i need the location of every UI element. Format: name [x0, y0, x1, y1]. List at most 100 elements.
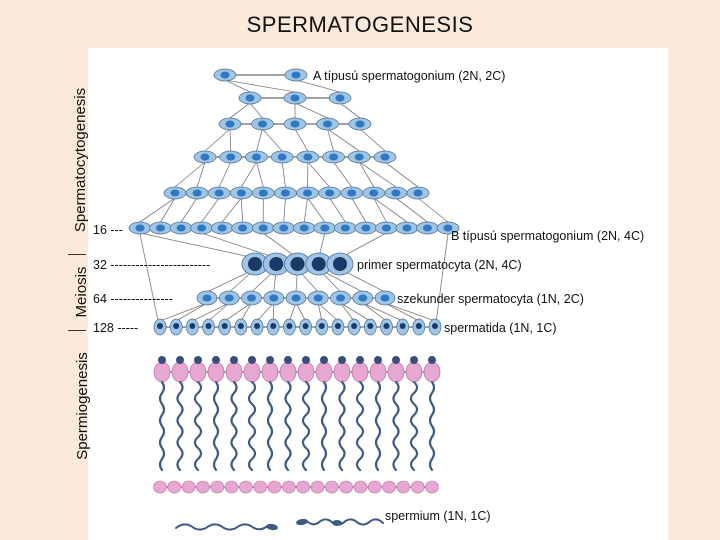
lineage-line: [196, 161, 206, 188]
residual-body: [410, 480, 425, 494]
cell-nucleus: [303, 153, 313, 161]
lineage-line: [256, 302, 275, 322]
lineage-line: [208, 302, 230, 322]
lineage-line: [359, 161, 397, 188]
sperm-tail: [428, 380, 436, 472]
lineage-line: [417, 197, 449, 223]
lineage-line: [159, 302, 208, 322]
cell-nucleus: [334, 323, 341, 329]
residual-body: [253, 480, 268, 494]
label-spermatid: spermatida (1N, 1C): [444, 321, 557, 335]
acrosome: [230, 356, 238, 364]
acrosome: [410, 356, 418, 364]
label-count-32: 32 ------------------------: [93, 258, 211, 272]
spermatid-maturing-head: [315, 361, 333, 383]
spermatid-maturing-head: [171, 361, 189, 383]
lineage-line: [362, 302, 403, 322]
sperm-tail: [212, 380, 220, 472]
residual-body: [210, 480, 225, 494]
cell-nucleus: [299, 224, 309, 232]
cell-nucleus: [277, 153, 287, 161]
cell-nucleus: [156, 224, 166, 232]
label-b-type-spermatogonium: B típusú spermatogonium (2N, 4C): [451, 229, 645, 243]
sperm-tail: [247, 380, 257, 472]
acrosome: [320, 356, 328, 364]
chromosome-mass: [269, 257, 284, 271]
cell-nucleus: [432, 323, 438, 329]
cell-nucleus: [361, 224, 371, 232]
residual-body: [282, 480, 296, 494]
lineage-line: [262, 128, 283, 152]
cell-nucleus: [226, 153, 236, 161]
lineage-line: [339, 102, 361, 119]
sperm-tail: [230, 380, 238, 472]
lineage-line: [218, 161, 232, 188]
lineage-line: [307, 197, 326, 223]
lineage-line: [283, 197, 286, 223]
residual-body: [167, 480, 182, 494]
cell-nucleus: [236, 189, 246, 197]
cell-nucleus: [254, 323, 261, 329]
cell-nucleus: [189, 323, 196, 329]
lineage-line: [327, 128, 360, 152]
sperm-tail: [409, 380, 419, 472]
lineage-line: [281, 161, 286, 188]
lineage-line: [240, 197, 244, 223]
cell-nucleus: [220, 71, 230, 79]
cell-nucleus: [291, 71, 301, 79]
cell-nucleus: [422, 224, 432, 232]
spermatid-maturing-head: [279, 361, 297, 383]
acrosome: [212, 356, 220, 364]
cell-nucleus: [224, 294, 234, 302]
lineage-line: [294, 128, 309, 152]
cell-nucleus: [225, 120, 235, 128]
lineage-line: [192, 302, 230, 322]
cell-nucleus: [381, 224, 391, 232]
lineage-line: [329, 197, 346, 223]
sperm-tail: [176, 380, 184, 472]
cell-nucleus: [286, 323, 293, 329]
cell-nucleus: [269, 294, 279, 302]
lineage-line: [229, 102, 251, 119]
lineage-line: [174, 161, 206, 188]
spermatid-maturing-head: [207, 361, 225, 383]
spermatid-maturing-head: [351, 361, 369, 383]
sperm-tail: [266, 380, 274, 472]
residual-body: [382, 480, 396, 494]
sperm-tail: [320, 380, 328, 472]
cell-nucleus: [135, 224, 145, 232]
sperm-tail: [307, 518, 384, 526]
spermatid-maturing-head: [243, 361, 261, 383]
spermatid-maturing-head: [153, 361, 171, 383]
lineage-line: [221, 197, 242, 223]
acrosome: [392, 356, 400, 364]
residual-body: [353, 480, 368, 494]
lineage-line: [139, 197, 176, 223]
chromosome-mass: [311, 257, 326, 271]
chromosome-mass: [290, 257, 305, 271]
cell-nucleus: [157, 323, 163, 329]
lineage-line: [240, 302, 252, 322]
cell-nucleus: [380, 294, 390, 302]
residual-body: [239, 480, 253, 494]
sperm-tail: [158, 380, 166, 472]
residual-body: [267, 480, 282, 494]
cell-nucleus: [303, 189, 313, 197]
cell-nucleus: [354, 153, 364, 161]
lineage-line: [362, 302, 387, 322]
cell-nucleus: [279, 224, 289, 232]
cell-nucleus: [351, 323, 358, 329]
cell-nucleus: [291, 294, 301, 302]
spermatid-maturing-head: [369, 361, 387, 383]
acrosome: [284, 356, 292, 364]
lineage-line: [240, 161, 257, 188]
lineage-line: [359, 128, 386, 152]
lineage-line: [358, 161, 375, 188]
lineage-line: [294, 102, 328, 119]
lineage-line: [340, 302, 355, 322]
acrosome: [374, 356, 382, 364]
sperm-tail: [175, 523, 267, 531]
cell-nucleus: [325, 189, 335, 197]
cell-nucleus: [258, 120, 267, 128]
cell-nucleus: [176, 224, 186, 232]
